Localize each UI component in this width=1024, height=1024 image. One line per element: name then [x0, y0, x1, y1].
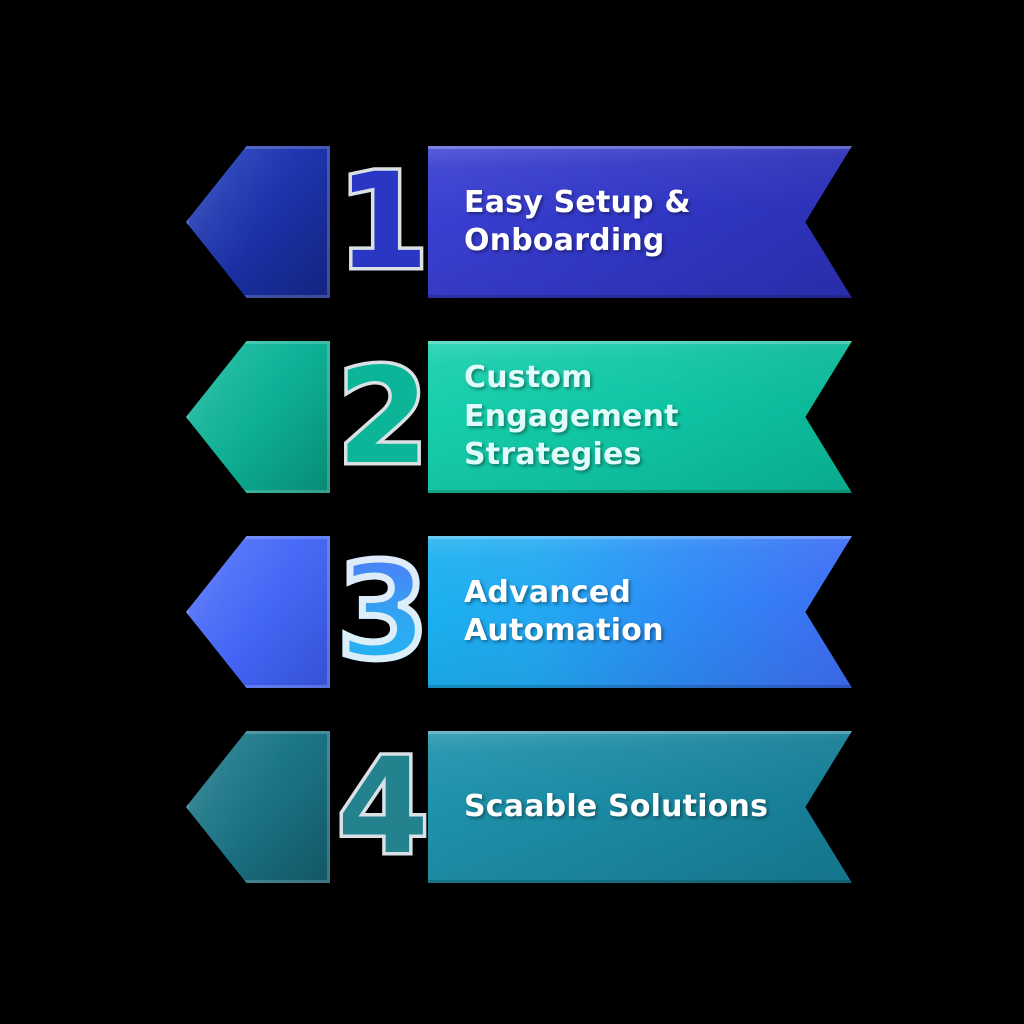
ribbon-shape	[428, 341, 852, 493]
step-row-1[interactable]: 1 Easy Setup & Onboarding	[0, 142, 1024, 302]
left-arrow-icon	[186, 536, 330, 688]
step-1-banner[interactable]: Easy Setup & Onboarding	[428, 146, 852, 298]
ribbon-shape	[428, 731, 852, 883]
step-row-4[interactable]: 4 Scaable Solutions	[0, 727, 1024, 887]
step-number-glyph: 3	[334, 535, 433, 689]
step-2-banner[interactable]: Custom Engagement Strategies	[428, 341, 852, 493]
step-1-arrow-shape	[186, 146, 330, 298]
step-3-number: 3	[334, 532, 433, 692]
step-3-banner[interactable]: Advanced Automation	[428, 536, 852, 688]
step-4-label: Scaable Solutions	[464, 731, 782, 883]
label-line: Strategies	[464, 437, 642, 473]
label-line: Easy Setup & Onboarding	[464, 184, 691, 258]
step-1-label: Easy Setup & Onboarding	[464, 146, 782, 298]
label-line: Scaable Solutions	[464, 788, 769, 824]
step-2-label: Custom Engagement Strategies	[464, 341, 782, 493]
ribbon-shape	[428, 146, 852, 298]
step-1-number: 1	[334, 142, 433, 302]
step-2-arrow-shape	[186, 341, 330, 493]
step-4-arrow-shape	[186, 731, 330, 883]
left-arrow-icon	[186, 731, 330, 883]
step-number-glyph: 4	[334, 730, 433, 884]
step-number-glyph: 2	[334, 340, 433, 494]
ribbon-shape	[428, 536, 852, 688]
step-number-glyph: 1	[334, 145, 433, 299]
left-arrow-icon	[186, 146, 330, 298]
label-line: Custom Engagement	[464, 360, 679, 434]
step-3-arrow-shape	[186, 536, 330, 688]
step-3-label: Advanced Automation	[464, 536, 782, 688]
step-row-2[interactable]: 2 Custom Engagement Strategies	[0, 337, 1024, 497]
step-row-3[interactable]: 3 Advanced Automation	[0, 532, 1024, 692]
label-line: Advanced Automation	[464, 574, 664, 648]
step-4-number: 4	[334, 727, 433, 887]
step-4-banner[interactable]: Scaable Solutions	[428, 731, 852, 883]
step-2-number: 2	[334, 337, 433, 497]
left-arrow-icon	[186, 341, 330, 493]
